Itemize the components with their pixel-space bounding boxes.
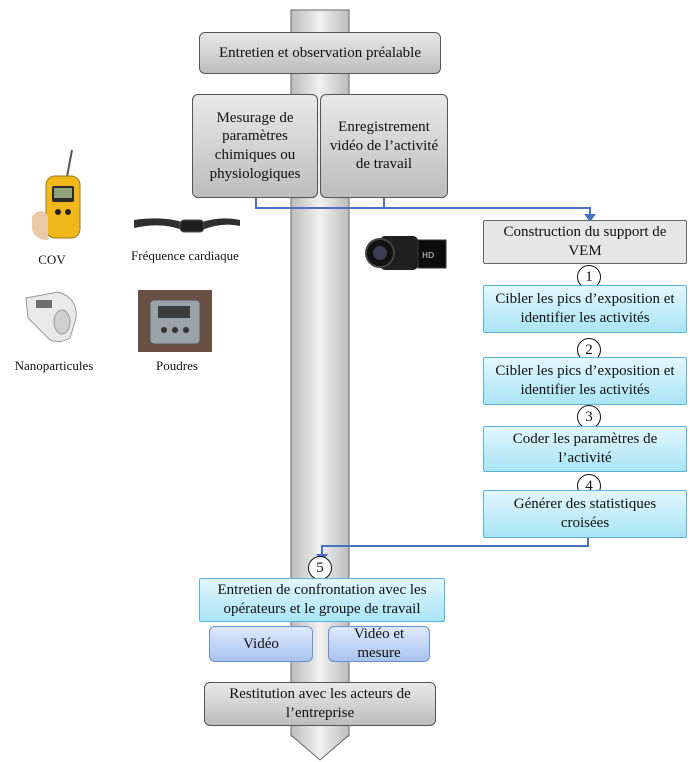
- powder-sampler-icon: [138, 290, 212, 352]
- connector-to-step5: [321, 538, 589, 556]
- step-2-box: Cibler les pics d’exposition et identifi…: [483, 357, 687, 405]
- heart-rate-belt-icon: [134, 218, 240, 233]
- step-4-box: Générer des statistiques croisées: [483, 490, 687, 538]
- measurement-box: Mesurage de paramètres chimiques ou phys…: [192, 94, 318, 198]
- connector-to-vem: [255, 196, 591, 216]
- step-number-5: 5: [308, 556, 332, 580]
- powder-caption: Poudres: [156, 358, 198, 373]
- heart-rate-caption: Fréquence cardiaque: [131, 248, 239, 263]
- step-1-box: Cibler les pics d’exposition et identifi…: [483, 285, 687, 333]
- cov-caption: COV: [38, 252, 66, 267]
- step-number-3: 3: [577, 405, 601, 429]
- nanoparticle-counter-icon: [25, 291, 77, 343]
- vem-box: Construction du support de VEM: [483, 220, 687, 264]
- nanoparticles-caption: Nanoparticules: [14, 358, 94, 373]
- video-measure-sub-box: Vidéo et mesure: [328, 626, 430, 662]
- step-3-box: Coder les paramètres de l’activité: [483, 426, 687, 472]
- video-sub-box: Vidéo: [209, 626, 313, 662]
- step-5-box: Entretien de confrontation avec les opér…: [199, 578, 445, 622]
- step-top-box: Entretien et observation préalable: [199, 32, 441, 74]
- restitution-box: Restitution avec les acteurs de l’entrep…: [204, 682, 436, 726]
- cov-detector-icon: [32, 149, 81, 240]
- svg-text:HD: HD: [422, 251, 434, 260]
- video-camera-icon: HD: [365, 236, 447, 270]
- video-recording-box: Enregistrement vidéo de l’activité de tr…: [320, 94, 448, 198]
